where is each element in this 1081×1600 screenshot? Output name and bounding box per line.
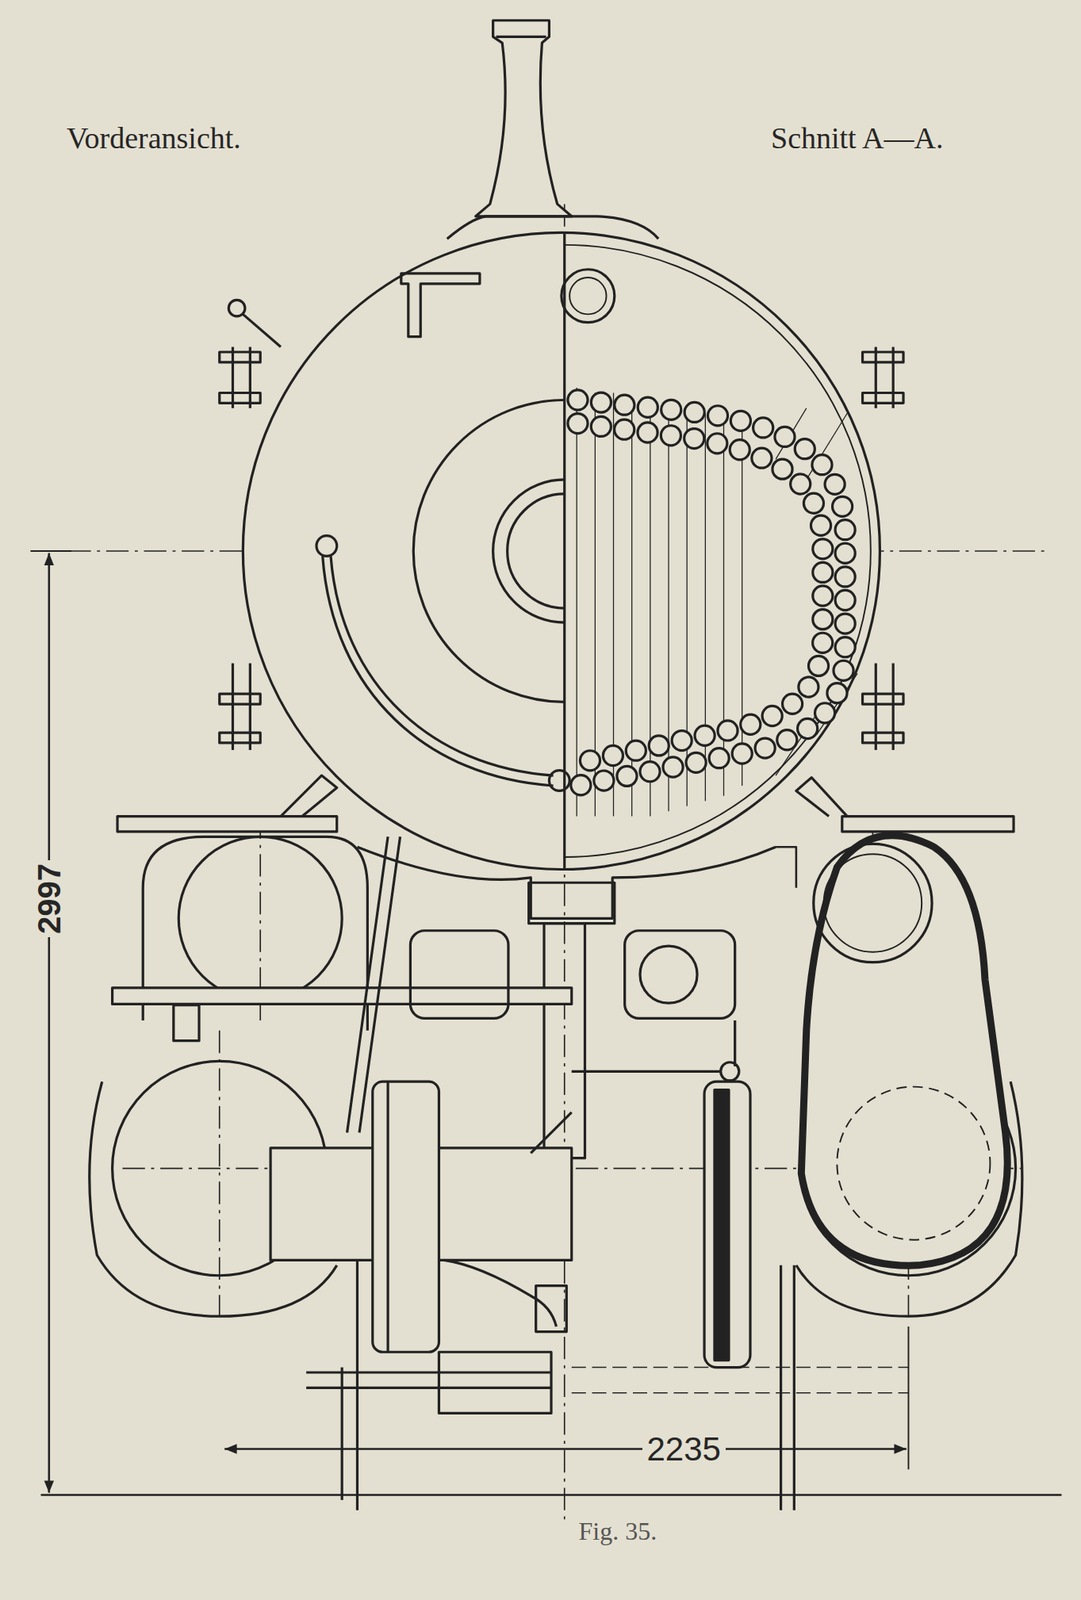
view-title: Vorderansicht. bbox=[66, 120, 242, 156]
dimension-gauge: 2235 bbox=[642, 1430, 726, 1469]
dimension-height: 2997 bbox=[30, 860, 67, 938]
section-title: Schnitt A—A. bbox=[770, 120, 943, 156]
figure-caption: Fig. 35. bbox=[578, 1517, 658, 1547]
